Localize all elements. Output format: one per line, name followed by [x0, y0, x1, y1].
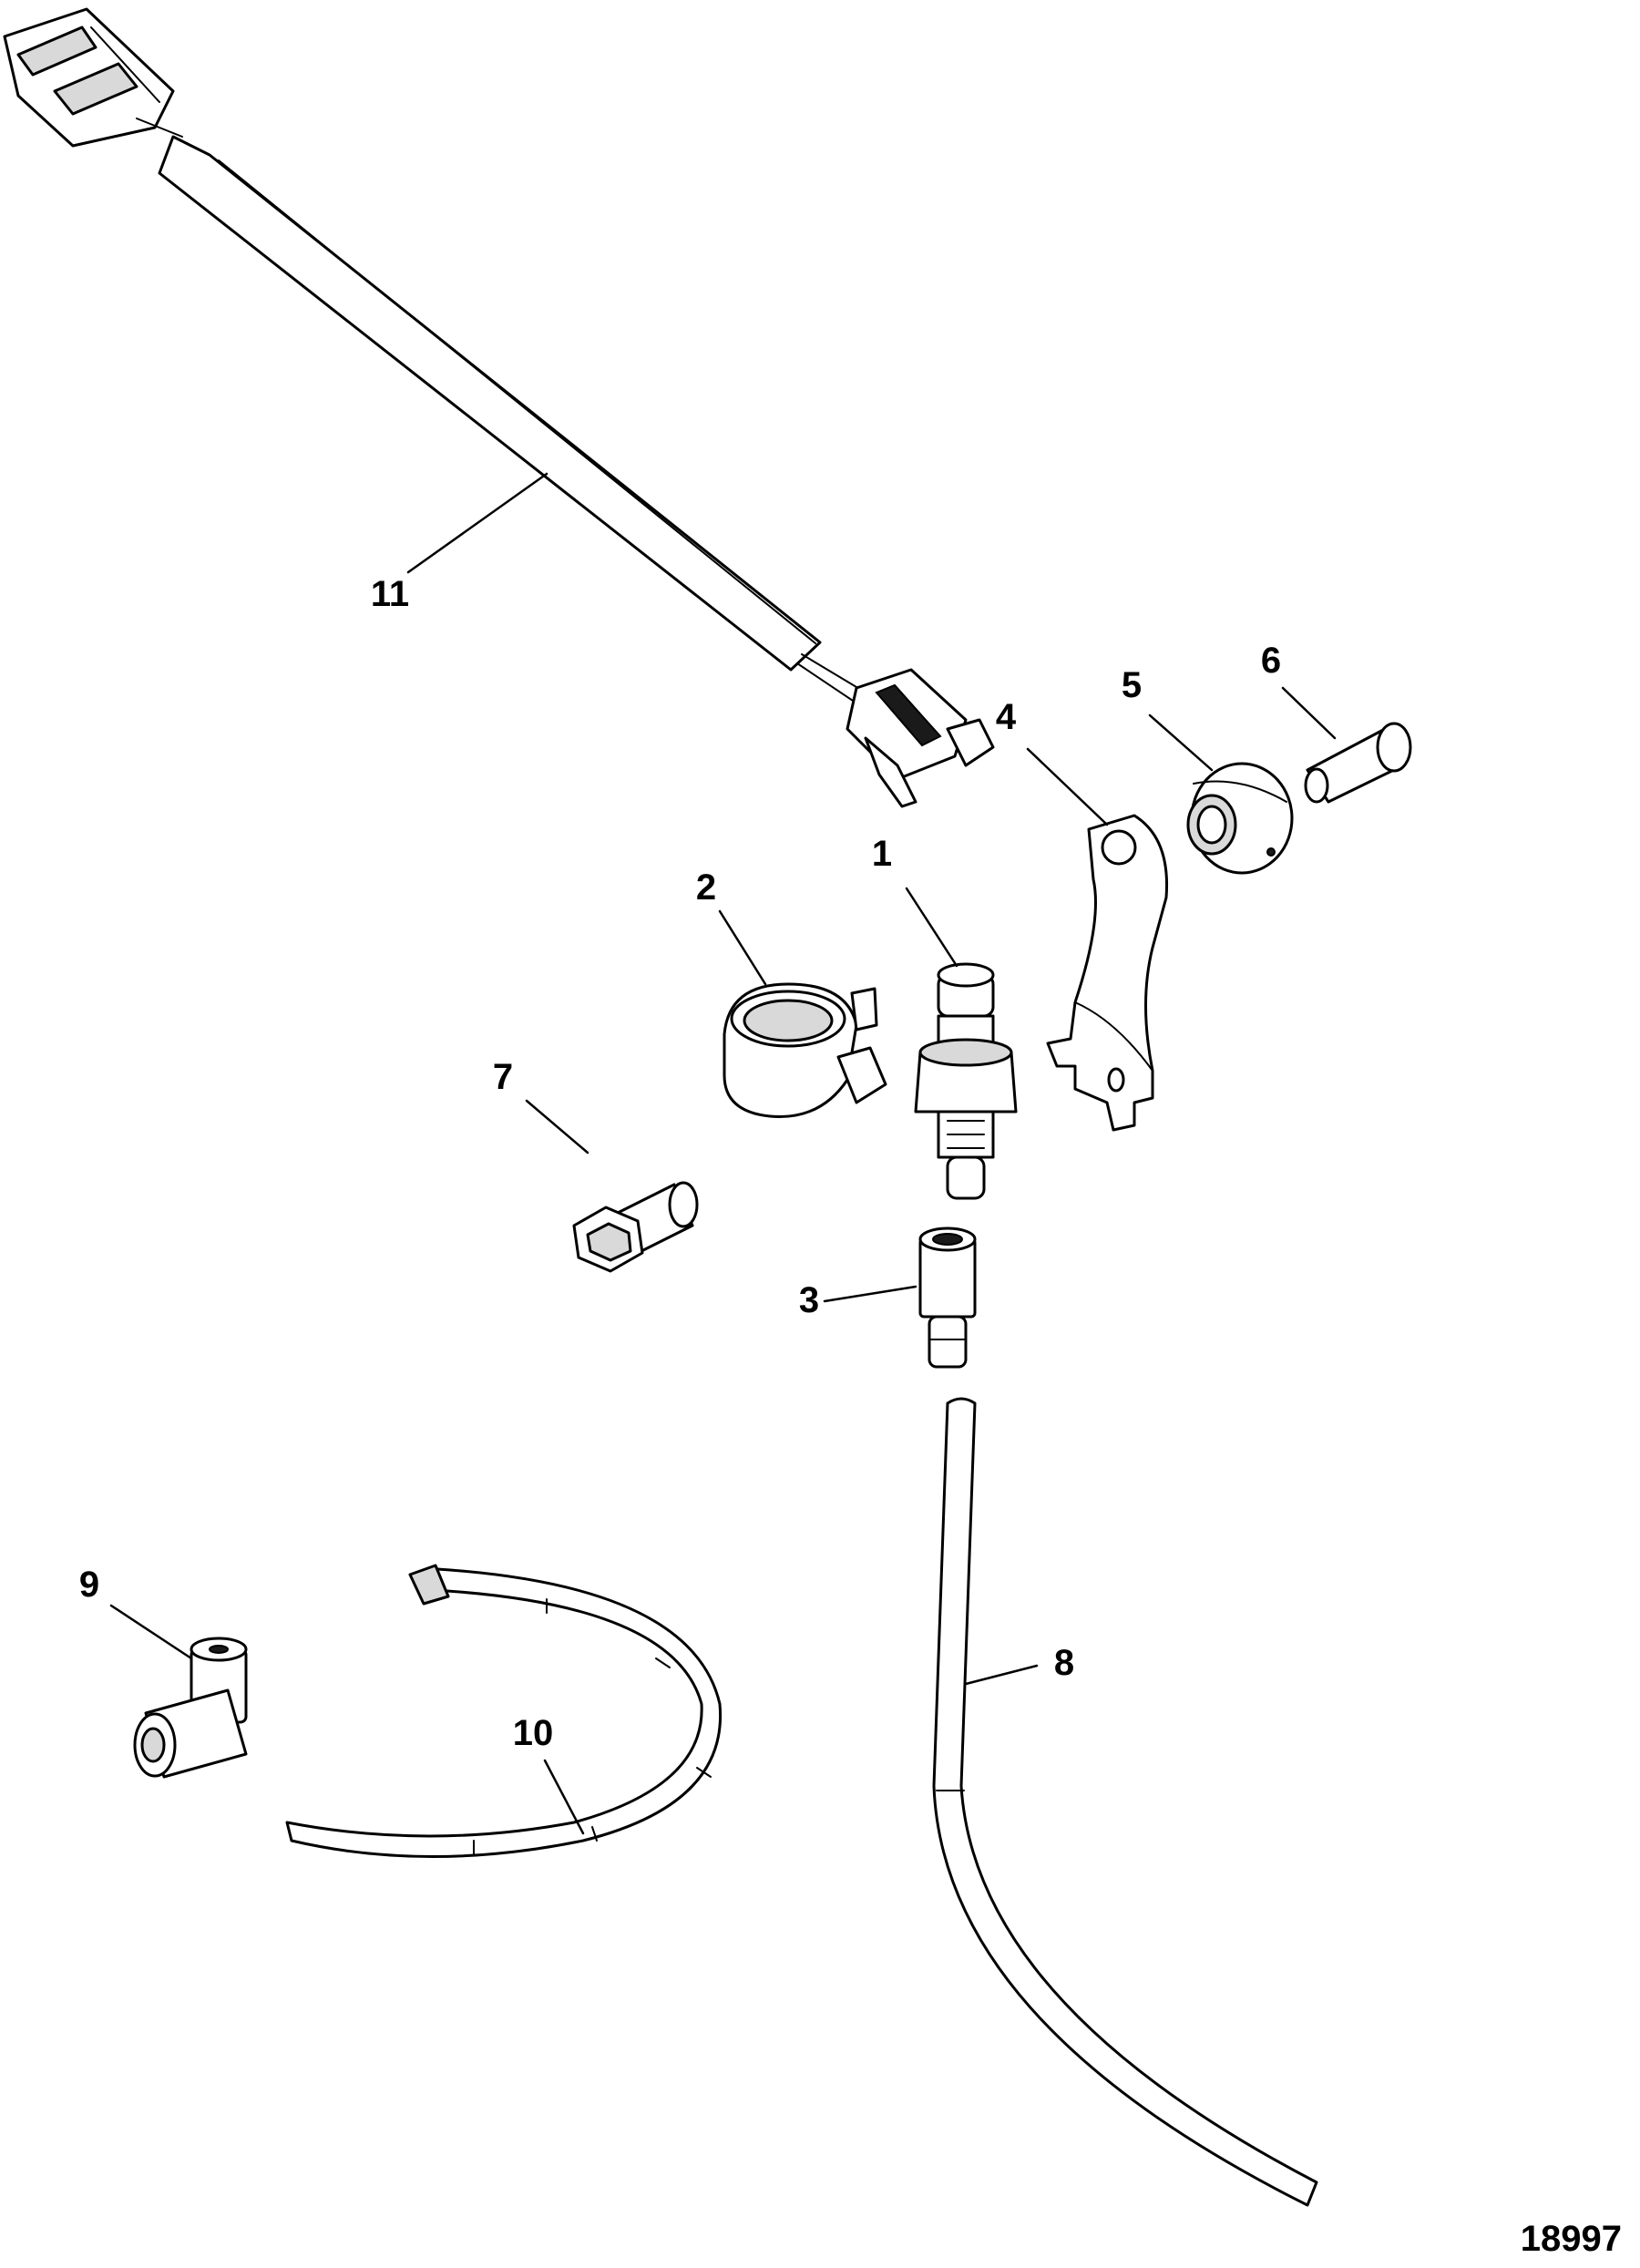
- leader-4: [1026, 747, 1109, 826]
- part-6-sleeve: [1304, 722, 1412, 804]
- callout-labels: 1 2 3 4 5 6 7 8 9 10 11: [79, 574, 1281, 1753]
- leader-1: [905, 887, 958, 968]
- callout-7: 7: [493, 1057, 513, 1097]
- callout-1: 1: [872, 834, 892, 874]
- part-10-strap: [285, 1564, 723, 1858]
- part-2-hose-clamp: [723, 982, 887, 1118]
- part-9-elbow-fitting: [133, 1637, 248, 1779]
- callout-3: 3: [799, 1280, 819, 1320]
- leader-3: [823, 1285, 917, 1303]
- leader-5: [1148, 713, 1214, 772]
- leader-7: [525, 1099, 589, 1155]
- leader-6: [1281, 686, 1337, 740]
- callout-9: 9: [79, 1565, 99, 1605]
- part-4-bracket: [1046, 814, 1169, 1132]
- leader-lines: [109, 472, 1337, 1835]
- part-3-fitting: [918, 1226, 977, 1369]
- callout-8: 8: [1054, 1643, 1074, 1683]
- leader-9: [109, 1604, 193, 1660]
- leader-2: [718, 909, 767, 986]
- part-11-wire-harness: [3, 7, 995, 808]
- callout-4: 4: [996, 697, 1017, 737]
- part-7-bolt: [572, 1181, 699, 1273]
- part-8-hose: [932, 1397, 1318, 2207]
- leader-11: [406, 472, 548, 574]
- callout-10: 10: [513, 1713, 554, 1753]
- part-5-grommet: [1186, 762, 1294, 875]
- callout-11: 11: [371, 574, 409, 614]
- leader-8: [964, 1664, 1039, 1686]
- part-1-pressure-sensor: [914, 962, 1018, 1200]
- callout-5: 5: [1122, 665, 1142, 705]
- callout-2: 2: [696, 867, 716, 908]
- leader-10: [543, 1759, 585, 1835]
- figure-number: 18997: [1521, 2219, 1622, 2259]
- callout-6: 6: [1261, 641, 1281, 681]
